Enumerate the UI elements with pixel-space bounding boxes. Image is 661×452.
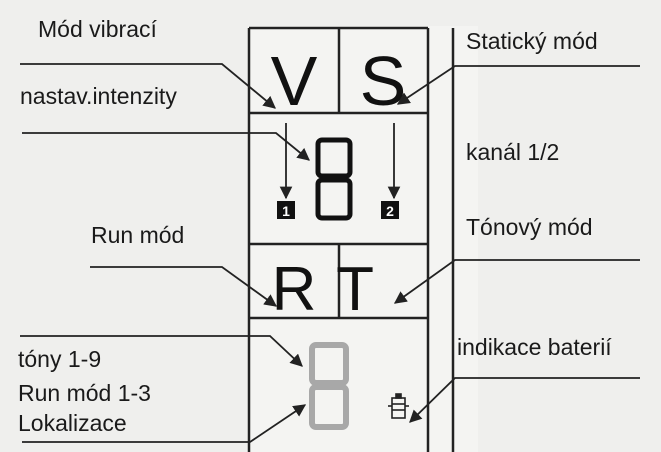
static-mode-label: Statický mód: [466, 28, 598, 54]
intensity-pointer: [22, 132, 310, 161]
channel-1-indicator: 1: [277, 201, 295, 219]
seven-segment-8-dim-icon: [309, 342, 349, 430]
tones-pointer: [20, 335, 303, 367]
leader-lines: [20, 63, 640, 443]
run-mode-label: Run mód: [91, 222, 185, 248]
intensity-setting-label: nastav.intenzity: [20, 83, 177, 109]
vibration-mode-label: Mód vibrací: [38, 16, 157, 42]
run-mode-letter: R: [272, 255, 317, 324]
lcd-panel-background: [248, 26, 478, 452]
battery-icon: [388, 393, 409, 419]
battery-pointer: [409, 377, 640, 423]
tone-mode-pointer: [393, 259, 640, 304]
lcd-frame: [247, 26, 455, 452]
svg-text:1: 1: [282, 203, 290, 219]
seven-segment-8-icon: [315, 137, 353, 221]
localization-pointer: [22, 404, 307, 443]
tone-mode-letter: T: [336, 255, 374, 324]
vibration-mode-letter: V: [271, 42, 318, 120]
svg-text:2: 2: [386, 203, 394, 219]
tone-mode-label: Tónový mód: [466, 214, 593, 240]
channel-label: kanál 1/2: [466, 139, 560, 165]
run-mode-pointer: [90, 266, 278, 307]
static-mode-letter: S: [360, 42, 407, 120]
battery-indication-label: indikace baterií: [457, 334, 612, 360]
run-mode-range-label: Run mód 1-3: [18, 380, 151, 406]
channel-2-indicator: 2: [381, 201, 399, 219]
localization-label: Lokalizace: [18, 410, 127, 436]
tones-label: tóny 1-9: [18, 346, 102, 372]
vibration-mode-pointer: [20, 63, 276, 109]
static-mode-pointer: [396, 65, 640, 105]
